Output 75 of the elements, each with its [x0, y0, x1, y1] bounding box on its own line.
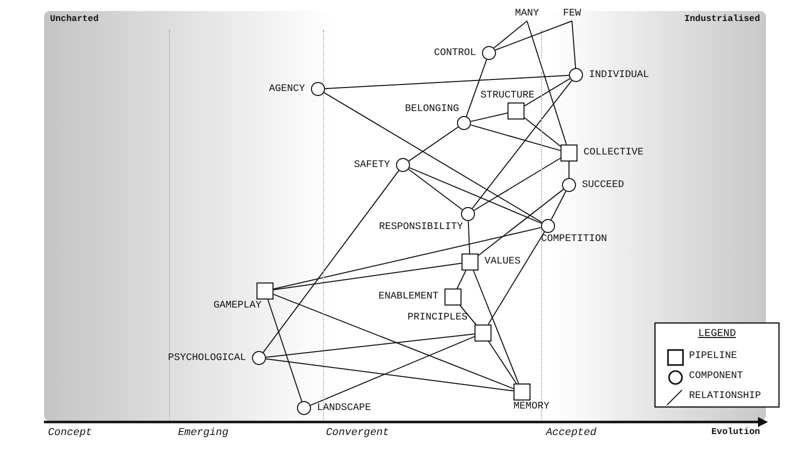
relationship-line: [488, 341, 517, 384]
relationship-line: [470, 124, 561, 152]
legend-label: RELATIONSHIP: [689, 391, 762, 402]
pipeline-node: [407, 312, 492, 342]
stage-label: Concept: [48, 427, 92, 439]
component-node: [562, 178, 624, 192]
relationship-line: [324, 74, 570, 90]
component-node: [569, 68, 650, 82]
relationship-line: [265, 358, 514, 392]
component-label: GAMEPLAY: [213, 300, 262, 312]
relationship-line: [524, 117, 561, 147]
component-node: [168, 351, 266, 365]
relationship-line: [468, 220, 470, 254]
legend-title: LEGEND: [698, 328, 736, 340]
relationship-line: [524, 78, 570, 106]
relationship-line: [488, 231, 545, 325]
relationship-line: [273, 227, 542, 290]
stage-label: Convergent: [326, 427, 390, 439]
legend-label: COMPONENT: [689, 371, 744, 382]
relationship-line: [267, 299, 302, 402]
component-label: CONTROL: [434, 48, 476, 58]
component-label: ENABLEMENT: [378, 292, 438, 302]
relationship-line: [408, 168, 463, 210]
relationship-line: [478, 188, 564, 256]
relationship-line: [472, 80, 572, 209]
component-node: [268, 82, 325, 96]
component-label: SAFETY: [354, 160, 390, 170]
relationship-line: [572, 20, 576, 69]
component-label: PSYCHOLOGICAL: [168, 352, 246, 364]
relationship-line: [310, 336, 475, 406]
relationship-line: [456, 270, 466, 289]
relationship-line: [526, 20, 567, 145]
component-label: BELONGING: [404, 104, 459, 115]
pipeline-node: [462, 254, 521, 270]
component-label: COMPETITION: [541, 234, 608, 245]
relationship-line: [408, 167, 542, 224]
legend-label: PIPELINE: [689, 351, 738, 362]
pipeline-node: [560, 144, 644, 162]
relationship-line: [324, 92, 542, 223]
relationship-line: [550, 190, 566, 220]
relationship-line: [568, 161, 570, 178]
relationship-line: [466, 59, 488, 117]
component-node: [434, 46, 496, 60]
component-label: COLLECTIVE: [584, 148, 644, 158]
component-node: [354, 158, 410, 172]
relationship-line: [460, 305, 476, 325]
relationship-line: [493, 20, 528, 48]
pipeline-node: [378, 288, 462, 306]
component-label: INDIVIDUAL: [589, 70, 650, 80]
component-label: AGENCY: [268, 84, 305, 94]
stage-heading: Industrialised: [684, 14, 760, 24]
relationship-line: [265, 333, 475, 358]
component-label: STRUCTURE: [480, 90, 534, 102]
component-node: [404, 104, 471, 130]
stage-heading: Uncharted: [50, 14, 99, 24]
relationship-line: [470, 112, 508, 122]
component-label: MEMORY: [514, 402, 550, 412]
anchor-label: FEW: [563, 8, 581, 20]
relationship-line: [273, 262, 462, 290]
axis-title: Evolution: [711, 427, 760, 437]
component-node: [297, 401, 372, 415]
stage-label: Emerging: [178, 427, 228, 439]
component-label: PRINCIPLES: [407, 312, 468, 324]
component-label: RESPONSIBILITY: [378, 222, 463, 233]
anchor-label: MANY: [515, 8, 539, 20]
stage-label: Accepted: [546, 427, 596, 439]
relationship-line: [273, 294, 514, 390]
relationship-line: [494, 20, 572, 51]
relationship-line: [262, 170, 400, 353]
relationship-line: [472, 270, 520, 384]
relationship-line: [474, 158, 561, 211]
relationship-line: [408, 126, 459, 162]
component-label: LANDSCAPE: [317, 402, 372, 414]
component-label: SUCCEED: [582, 180, 624, 190]
component-label: VALUES: [484, 256, 521, 268]
